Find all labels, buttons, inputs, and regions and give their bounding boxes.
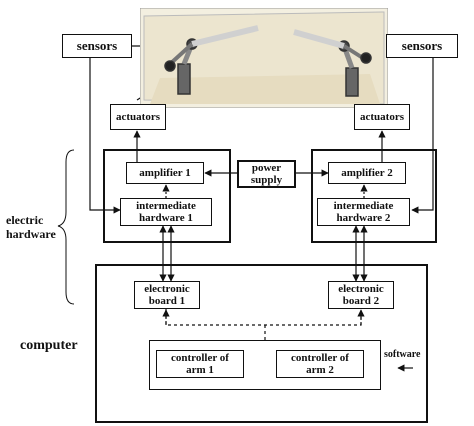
electric-hardware-label: electric hardware [6,213,56,241]
electric-hardware-brace [57,149,75,305]
amplifier-2-box: amplifier 2 [328,162,406,184]
intermediate-hardware-1-box: intermediate hardware 1 [120,198,212,226]
computer-label: computer [20,338,78,353]
hardware-frame-2 [311,149,437,243]
sensors-left-box: sensors [62,34,132,58]
sensors-right-box: sensors [386,34,458,58]
hardware-frame-1 [103,149,231,243]
power-supply-box: power supply [237,160,296,188]
controller-arm-1-box: controller of arm 1 [156,350,244,378]
amplifier-1-box: amplifier 1 [126,162,204,184]
electronic-board-2-box: electronic board 2 [328,281,394,309]
controller-arm-2-box: controller of arm 2 [276,350,364,378]
electronic-board-1-box: electronic board 1 [134,281,200,309]
wire-sensors-2 [411,58,434,214]
actuators-left-box: actuators [110,104,166,130]
wire-sensors-1 [89,58,121,214]
computer-frame [95,264,428,423]
intermediate-hardware-2-box: intermediate hardware 2 [317,198,410,226]
software-label: software [384,349,421,360]
actuators-right-box: actuators [354,104,410,130]
robot-arms-photo-icon [140,8,388,108]
